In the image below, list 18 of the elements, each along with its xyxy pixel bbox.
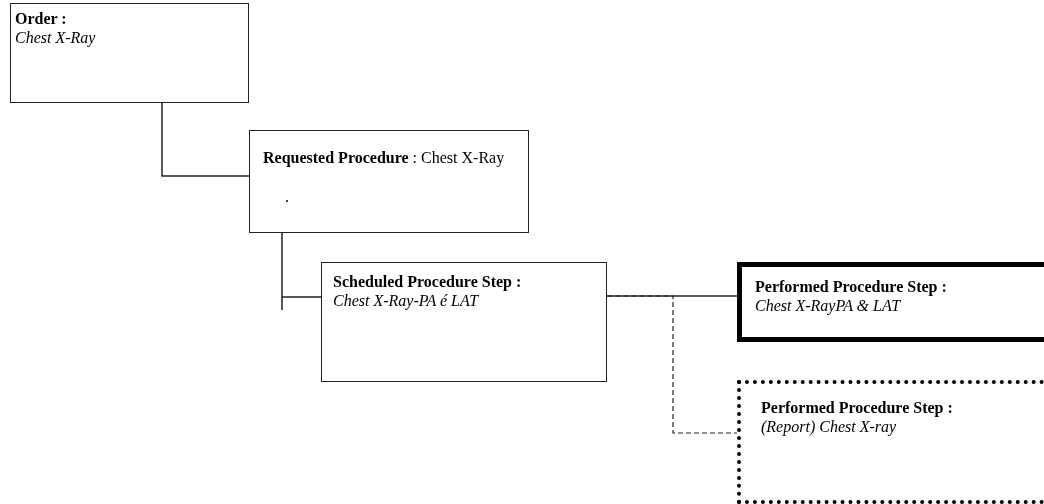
procedure-box [321, 262, 607, 382]
procedure-box [737, 262, 1044, 342]
procedure-box [10, 3, 249, 103]
box-text: Chest X-RayPA & LAT [755, 296, 902, 315]
box-heading: Performed Procedure Step : [755, 277, 948, 296]
box-heading: Scheduled Procedure Step : [333, 272, 523, 291]
dashed-connector [606, 295, 738, 434]
connector [161, 102, 250, 177]
procedure-box [249, 130, 529, 233]
connector [281, 232, 322, 311]
box-heading: Performed Procedure Step : [761, 398, 954, 417]
box-heading: Requested Procedure : Chest X-Ray [263, 148, 506, 167]
procedure-box [737, 380, 1044, 504]
box-text: (Report) Chest X-ray [761, 417, 898, 436]
box-text: . [285, 187, 290, 206]
box-text: Chest X-Ray-PA é LAT [333, 291, 480, 310]
box-text: Chest X-Ray [15, 28, 97, 47]
box-heading: Order : [15, 9, 68, 28]
